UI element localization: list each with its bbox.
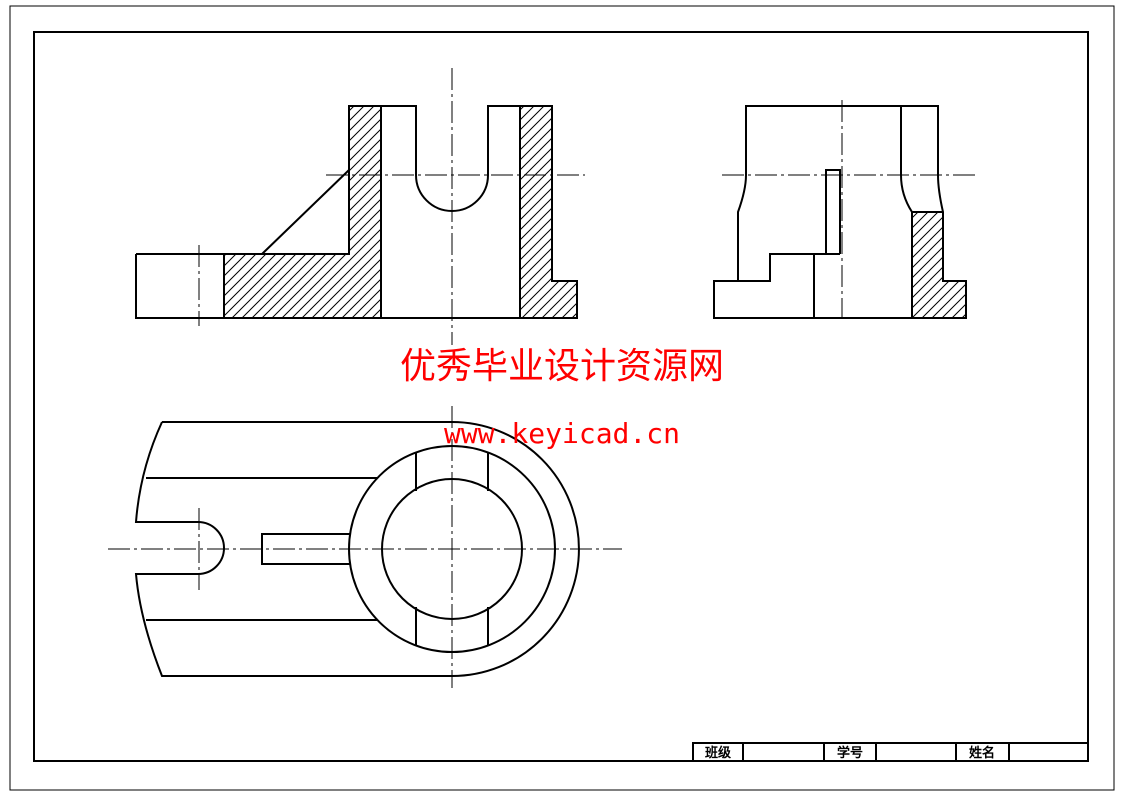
front-rib-diagonal — [261, 169, 350, 255]
name-label: 姓名 — [968, 745, 995, 761]
side-step-line — [738, 253, 815, 318]
hatch-base-rib — [224, 254, 349, 318]
watermark-url[interactable]: www.keyicad.cn — [444, 417, 680, 450]
top-view-outline — [134, 421, 580, 677]
side-inner-wall — [900, 106, 913, 318]
hatch-left-wall — [349, 106, 381, 318]
hatch-side-wall — [912, 212, 966, 318]
student-id-label: 学号 — [837, 745, 863, 761]
side-section-view — [713, 100, 978, 319]
top-plan-view — [108, 406, 622, 688]
side-view-outline — [713, 105, 967, 319]
side-keyway — [825, 169, 841, 254]
watermark-title: 优秀毕业设计资源网 — [400, 346, 724, 387]
hatch-right-wall — [520, 106, 577, 318]
front-section-view — [135, 68, 585, 345]
class-label: 班级 — [705, 745, 732, 761]
inner-drawing-frame — [33, 31, 1089, 762]
title-block: 班级 学号 姓名 — [692, 742, 1089, 762]
title-block-frame — [692, 742, 1089, 762]
outer-sheet-border — [9, 5, 1115, 791]
